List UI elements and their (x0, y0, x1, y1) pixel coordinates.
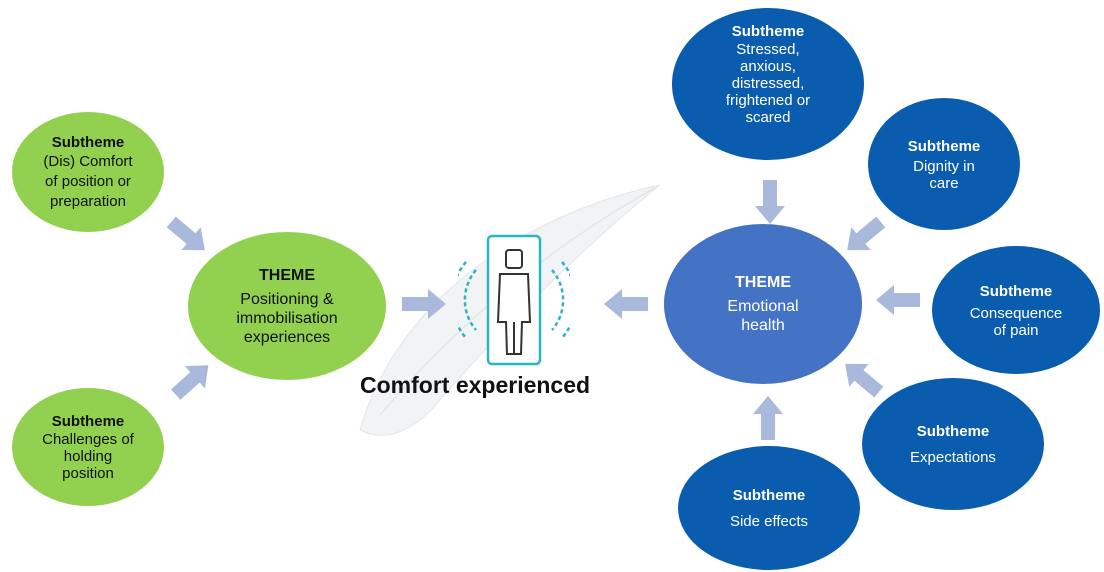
arrow-pain-to-emotional (876, 285, 920, 315)
subtheme-text: Consequence of pain (969, 304, 1063, 339)
theme-text: Positioning & immobilisation experiences (236, 290, 338, 346)
subtheme-node-consequence-pain: Subtheme Consequence of pain (932, 246, 1100, 374)
theme-heading: THEME (259, 266, 315, 284)
arrow-dignity-to-emotional (838, 210, 891, 261)
arrow-challenges-to-positioning (166, 354, 219, 406)
person-comfort-icon (450, 234, 578, 366)
theme-text: Emotional health (727, 298, 799, 334)
arrow-positioning-to-comfort (402, 289, 446, 319)
subtheme-node-stressed: Subtheme Stressed, anxious, distressed, … (672, 8, 864, 160)
subtheme-text: Expectations (910, 449, 996, 466)
subtheme-heading: Subtheme (979, 282, 1053, 300)
subtheme-node-dis-comfort: Subtheme (Dis) Comfort of position or pr… (12, 112, 164, 232)
subtheme-heading: Subtheme (51, 133, 125, 151)
arrow-dis-comfort-to-positioning (162, 210, 215, 261)
subtheme-heading: Subtheme (907, 137, 981, 155)
subtheme-text: Dignity in care (913, 157, 975, 192)
subtheme-heading: Subtheme (732, 487, 806, 504)
comfort-experienced-label: Comfort experienced (360, 372, 591, 398)
subtheme-node-dignity: Subtheme Dignity in care (868, 98, 1020, 230)
subtheme-node-challenges: Subtheme Challenges of holding position (12, 388, 164, 506)
arrow-emotional-to-comfort (604, 289, 648, 319)
subtheme-node-side-effects: Subtheme Side effects (678, 446, 860, 570)
subtheme-heading: Subtheme (51, 413, 125, 430)
arrow-stressed-to-emotional (755, 180, 785, 224)
subtheme-heading: Subtheme (916, 423, 990, 440)
theme-heading: THEME (735, 274, 791, 291)
subtheme-text: Side effects (729, 513, 809, 530)
subtheme-text: Stressed, anxious, distressed, frightene… (725, 41, 811, 126)
comfort-icon-group (450, 232, 578, 368)
arrow-expectations-to-emotional (836, 352, 889, 403)
theme-node-emotional-health: THEME Emotional health (664, 224, 862, 384)
subtheme-text: Challenges of holding position (42, 431, 134, 482)
theme-node-positioning: THEME Positioning & immobilisation exper… (188, 232, 386, 380)
subtheme-text: (Dis) Comfort of position or preparation (43, 152, 133, 210)
subtheme-node-expectations: Subtheme Expectations (862, 378, 1044, 510)
arrow-side-effects-to-emotional (753, 396, 783, 440)
subtheme-heading: Subtheme (731, 23, 805, 40)
